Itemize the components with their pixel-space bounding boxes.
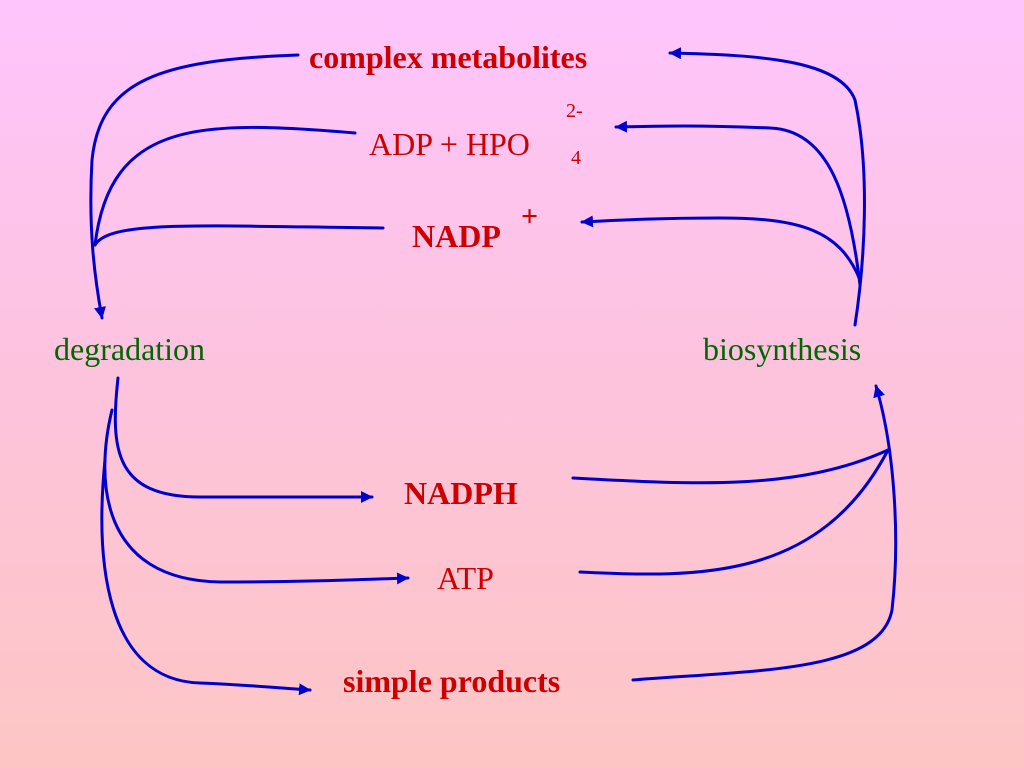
nadp-plus-label: NADP + — [412, 202, 538, 254]
nadp-superscript: + — [521, 200, 539, 233]
biosynthesis-label: biosynthesis — [703, 331, 862, 367]
arrow-biosynthesis-to-nadp — [580, 215, 862, 282]
atp-label: ATP — [437, 560, 494, 596]
arrow-simple-to-biosynthesis — [631, 384, 898, 682]
arrow-biosynthesis-to-complex — [668, 47, 866, 327]
adp-hpo4-label: ADP + HPO 2- 4 — [369, 101, 583, 168]
arrow-complex-to-degradation — [89, 53, 300, 320]
curve-adp-to-degradation — [93, 125, 357, 247]
curve-atp-to-biosynthesis — [578, 448, 890, 576]
curve-nadp-to-degradation — [93, 224, 385, 247]
adp-hpo-text: ADP + HPO — [369, 126, 530, 162]
degradation-label: degradation — [54, 331, 206, 367]
complex-metabolites-label: complex metabolites — [309, 39, 588, 75]
curve-nadph-to-biosynthesis — [571, 448, 890, 485]
arrow-degradation-to-nadph — [113, 376, 374, 504]
adp-hpo-superscript: 2- — [566, 100, 583, 122]
arrow-biosynthesis-to-adp — [614, 120, 862, 287]
nadp-text: NADP — [412, 218, 501, 254]
simple-products-label: simple products — [343, 663, 561, 699]
arrow-degradation-to-simple — [100, 458, 312, 696]
nadph-label: NADPH — [404, 475, 518, 511]
adp-hpo-subscript: 4 — [571, 147, 581, 169]
